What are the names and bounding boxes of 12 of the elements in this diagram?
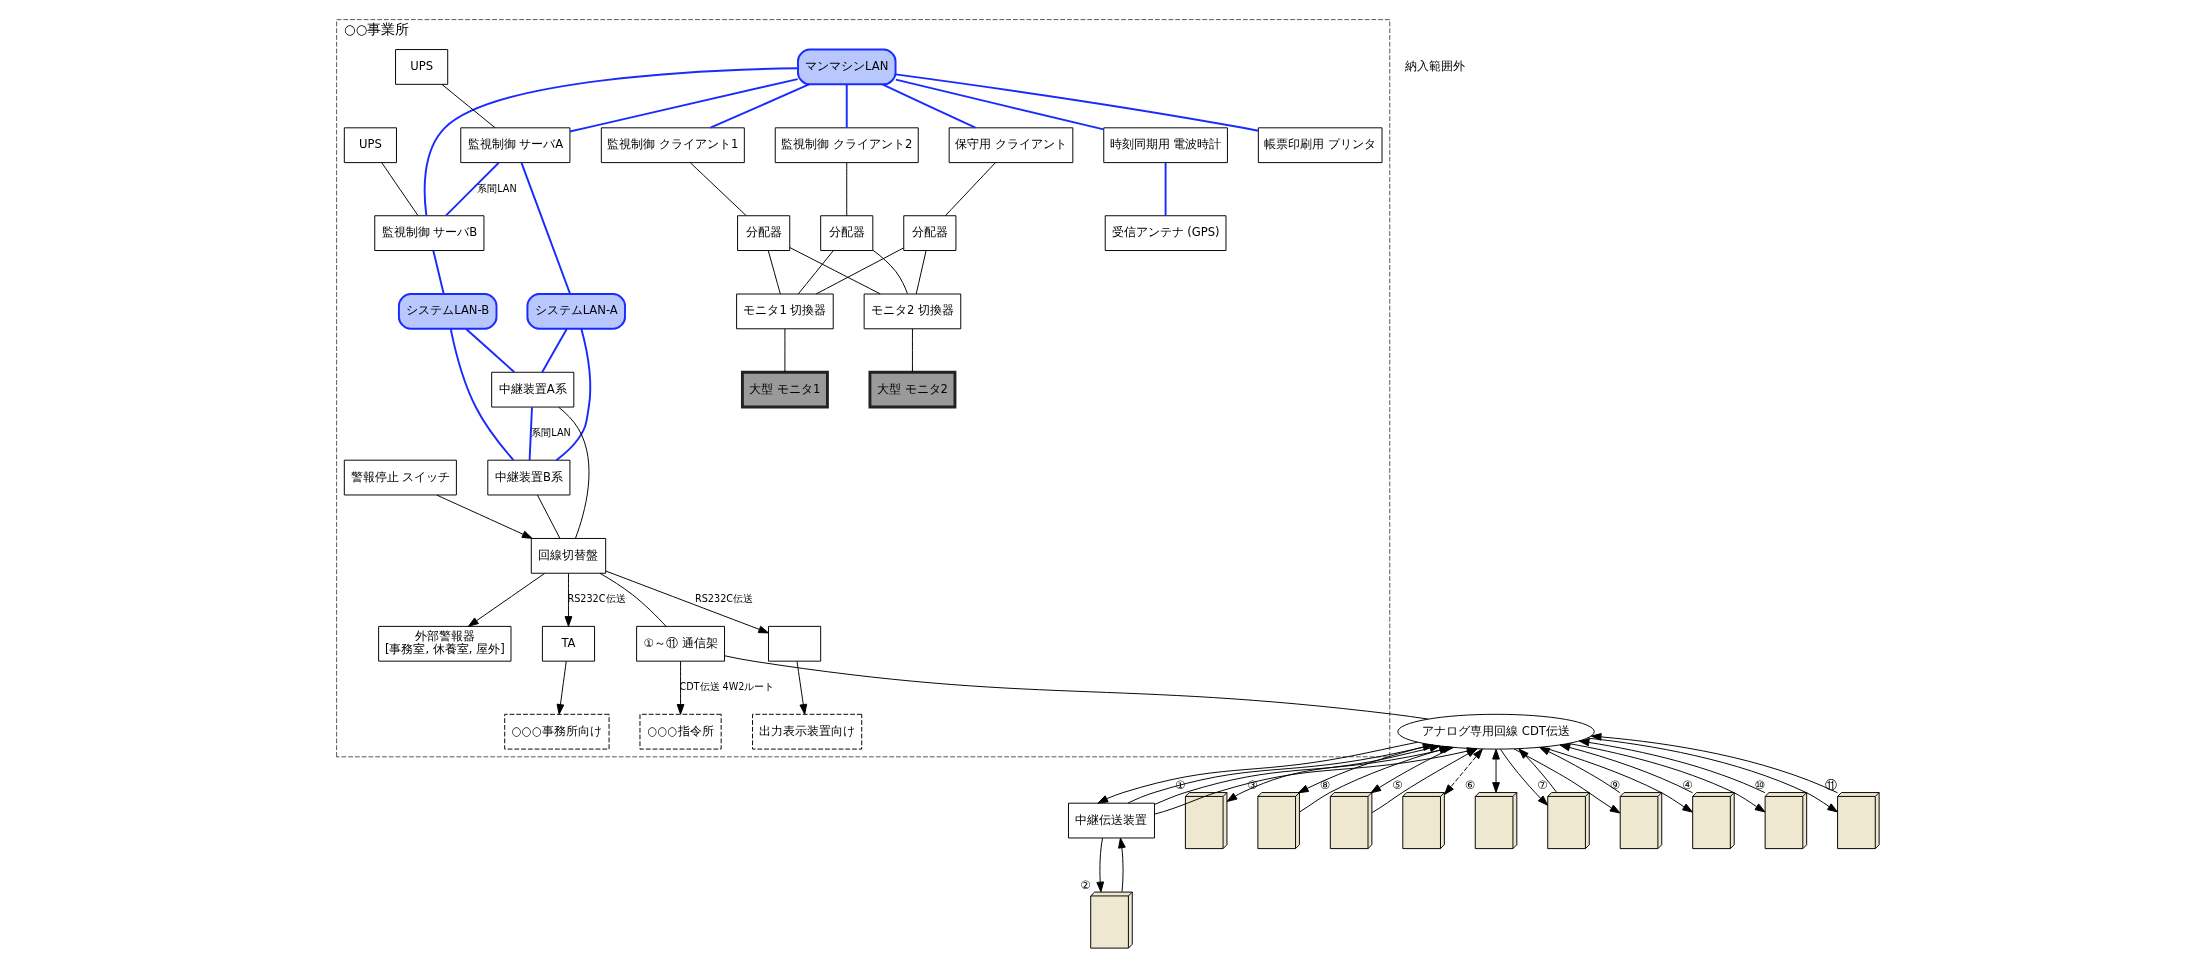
node-label: ⑧ [1319, 778, 1331, 793]
node-label: ⑪ [1825, 778, 1838, 793]
label: 納入範囲外 [1405, 58, 1466, 73]
node-label: ④ [1682, 778, 1693, 793]
node-label: ② [1080, 877, 1091, 892]
node-label: ⑤ [1392, 778, 1403, 793]
node-label: ⑨ [1609, 778, 1621, 793]
edge-label: RS232C伝送 [695, 593, 754, 605]
edge-label: 系間LAN [477, 182, 517, 194]
node-label: ⑩ [1754, 778, 1765, 793]
node-label: ⑦ [1537, 778, 1548, 793]
node-label: ⑥ [1464, 778, 1476, 793]
